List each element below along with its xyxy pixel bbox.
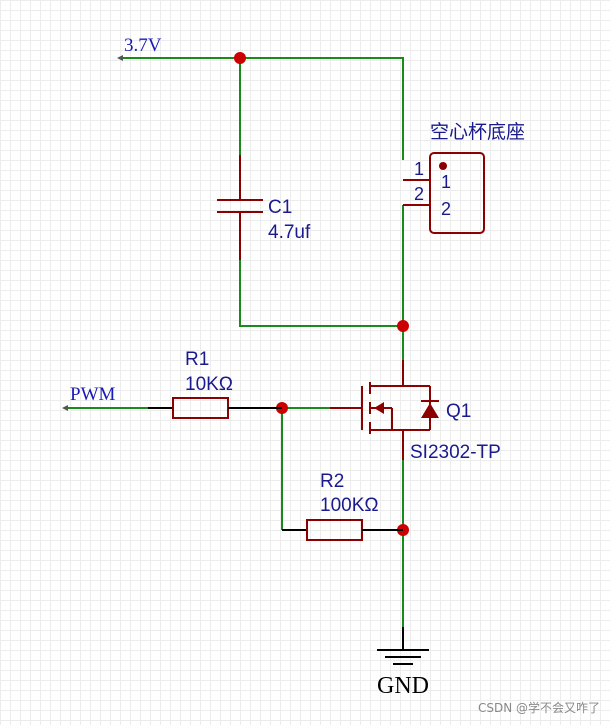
resistor-r2[interactable] [282, 519, 403, 541]
ground-symbol[interactable] [377, 627, 429, 665]
junction-power [234, 52, 246, 64]
resistor-r1[interactable] [148, 397, 282, 419]
r2-value-label: 100KΩ [320, 495, 379, 516]
connector-name-label: 空心杯底座 [430, 121, 525, 143]
wires [65, 57, 404, 627]
connector-wire-pin2: 2 [414, 184, 424, 204]
connector-motor-base[interactable] [403, 152, 485, 234]
r2-ref-label: R2 [320, 471, 344, 492]
r1-value-label: 10KΩ [185, 374, 233, 395]
connector-body-pin2: 2 [441, 199, 451, 219]
net-label-pwm: PWM [70, 384, 116, 405]
connector-body-pin1: 1 [441, 172, 451, 192]
power-port-arrow [117, 55, 123, 61]
c1-value-label: 4.7uf [268, 222, 311, 243]
junctions [234, 52, 409, 536]
junction-drain [397, 320, 409, 332]
mosfet-q1[interactable] [330, 360, 439, 460]
net-label-gnd: GND [377, 673, 429, 699]
wire-c1-bottom [239, 260, 403, 327]
pin1-marker [439, 162, 447, 170]
watermark: CSDN @学不会又咋了 [478, 700, 600, 715]
r1-ref-label: R1 [185, 349, 209, 370]
capacitor-c1[interactable] [217, 155, 263, 260]
connector-wire-pin1: 1 [414, 159, 424, 179]
q1-part-label: SI2302-TP [410, 442, 501, 463]
c1-ref-label: C1 [268, 197, 292, 218]
net-label-3v7: 3.7V [124, 35, 162, 56]
wire-power-rail [120, 57, 404, 160]
q1-ref-label: Q1 [446, 401, 471, 422]
pwm-port-arrow [62, 405, 68, 411]
